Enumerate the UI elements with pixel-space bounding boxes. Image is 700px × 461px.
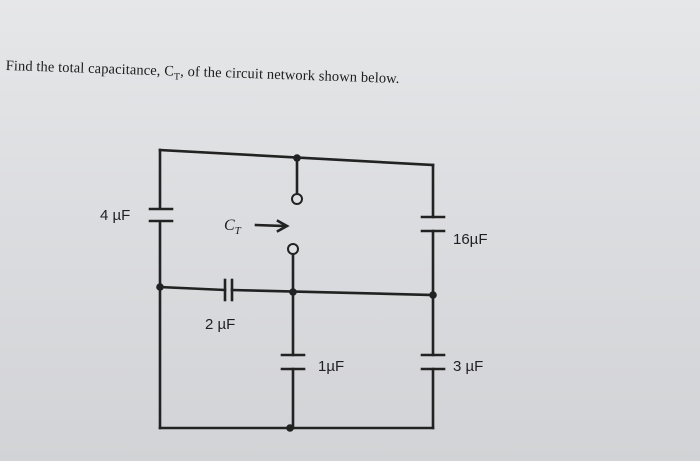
junction-left (156, 283, 164, 291)
label-ct: CT (224, 217, 242, 237)
capacitor-16uf (420, 215, 446, 233)
capacitor-3uf (420, 353, 446, 371)
label-16uf: 16µF (453, 231, 488, 248)
capacitor-4uf (148, 207, 174, 223)
label-ct-main: C (224, 217, 235, 234)
terminal-top (291, 193, 303, 205)
label-2uf: 2 µF (205, 316, 235, 333)
junction-right (429, 291, 437, 299)
label-1uf: 1µF (318, 358, 344, 375)
junction-top (293, 154, 301, 162)
label-ct-sub: T (235, 225, 242, 237)
junction-middle (289, 288, 297, 296)
junction-bottom (286, 424, 294, 432)
capacitor-2uf (223, 278, 234, 302)
arrow-icon (254, 219, 290, 233)
label-4uf: 4 µF (100, 207, 130, 224)
terminal-bottom (287, 243, 299, 255)
label-3uf: 3 µF (453, 358, 483, 375)
middle-wire (158, 285, 435, 297)
capacitor-1uf (280, 353, 306, 371)
